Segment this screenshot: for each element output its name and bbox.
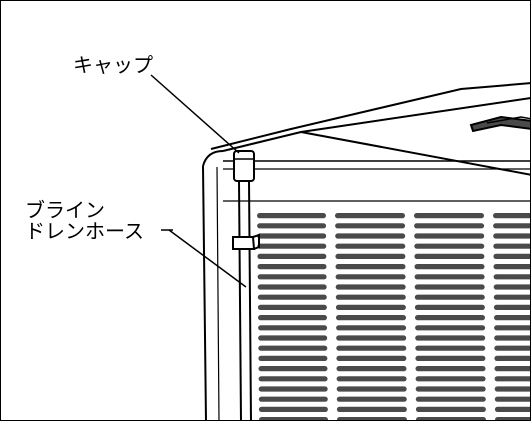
grille-slat xyxy=(415,406,486,412)
grille-slat xyxy=(336,315,406,321)
grille-slat xyxy=(494,396,530,402)
grille-slat xyxy=(494,376,530,382)
grille-slat xyxy=(415,366,486,372)
grille-slat xyxy=(335,253,406,259)
grille-slat xyxy=(494,355,530,361)
unit-top-panel xyxy=(202,82,530,176)
grille-slat xyxy=(335,213,405,219)
grille-slat xyxy=(336,396,407,402)
grille-slat xyxy=(493,274,530,280)
grille-slat xyxy=(494,335,530,341)
grille-slat xyxy=(335,294,406,300)
grille-slat xyxy=(415,335,486,341)
grille-slat xyxy=(336,345,407,351)
grille-slat xyxy=(415,325,486,331)
grille-slat xyxy=(335,284,406,290)
grille-slat xyxy=(335,264,406,270)
grille-slat xyxy=(494,315,530,321)
grille-slat xyxy=(335,274,406,280)
grille-slat xyxy=(258,315,327,321)
grille-slat xyxy=(257,284,327,290)
grille-slat xyxy=(257,264,327,270)
grille-slat xyxy=(258,406,328,412)
grille-slat xyxy=(257,304,327,310)
grille-slat xyxy=(414,243,485,249)
grille-slat xyxy=(257,253,327,259)
grille-slat xyxy=(258,325,328,331)
grille-slat xyxy=(336,355,407,361)
leader-lines xyxy=(150,74,247,288)
grille-slat xyxy=(415,386,486,392)
grille-slat xyxy=(493,223,530,229)
grille-slat xyxy=(335,233,406,239)
grille-slat xyxy=(336,325,407,331)
grille-slat xyxy=(493,304,530,310)
grille-slat xyxy=(336,366,407,372)
grille-slat xyxy=(493,253,530,259)
grille-slat xyxy=(335,243,406,249)
grille-slat xyxy=(415,345,486,351)
grille-slat xyxy=(415,396,486,402)
grille-slat xyxy=(257,294,327,300)
grille-slat xyxy=(493,294,530,300)
grille-slat xyxy=(414,274,485,280)
grille-slat xyxy=(415,355,486,361)
grille-slat xyxy=(495,417,530,420)
grille-slat xyxy=(414,223,485,229)
hose-label-line1: ブライン xyxy=(25,198,105,222)
brine-drain-hose-label: ブライン ドレンホース xyxy=(25,200,144,242)
grille-slat xyxy=(257,274,327,280)
grille-slat xyxy=(493,264,530,270)
grille-slat xyxy=(414,264,485,270)
grille-slat xyxy=(258,335,328,341)
grille-slat xyxy=(414,213,484,219)
grille-slat xyxy=(493,243,530,249)
grille-slat xyxy=(335,304,406,310)
grille-slat xyxy=(494,406,530,412)
cap-leader-line xyxy=(150,74,240,154)
grille-slat xyxy=(414,294,485,300)
grille-slat xyxy=(258,376,328,382)
grille-slat xyxy=(494,366,530,372)
grille-slat xyxy=(258,396,328,402)
grille-slat xyxy=(259,417,328,420)
grille-slat xyxy=(414,233,485,239)
unit-front-face xyxy=(202,160,530,420)
grille-slat xyxy=(258,355,328,361)
grille-slat xyxy=(416,417,486,420)
grille-slat xyxy=(494,386,530,392)
grille-slat xyxy=(257,243,327,249)
grille-slat xyxy=(258,366,328,372)
grille-slat xyxy=(335,223,406,229)
grille-slat xyxy=(257,213,326,219)
grille-slat xyxy=(336,406,407,412)
grille-slat xyxy=(258,386,328,392)
grille-slat xyxy=(414,304,485,310)
grille-slat xyxy=(494,325,530,331)
hose-label-line2: ドレンホース xyxy=(25,219,144,243)
grille-slat xyxy=(415,376,486,382)
grille-slat xyxy=(337,417,407,420)
grille-slat xyxy=(336,335,407,341)
grille-slat xyxy=(258,345,328,351)
grille-slat xyxy=(415,315,485,321)
grille-slat xyxy=(493,284,530,290)
grille-slat xyxy=(336,376,407,382)
grille-slat xyxy=(257,233,327,239)
grille-slat xyxy=(494,345,530,351)
grille-slat xyxy=(493,233,530,239)
grille-slat xyxy=(336,386,407,392)
grille-slat xyxy=(257,223,327,229)
grille-slat xyxy=(414,284,485,290)
grille-slat xyxy=(493,213,530,219)
grille-slat xyxy=(414,253,485,259)
hose-leader-line xyxy=(168,229,247,288)
vent-grille xyxy=(257,213,530,420)
drain-hose xyxy=(232,150,260,420)
cap-label: キャップ xyxy=(73,53,153,77)
